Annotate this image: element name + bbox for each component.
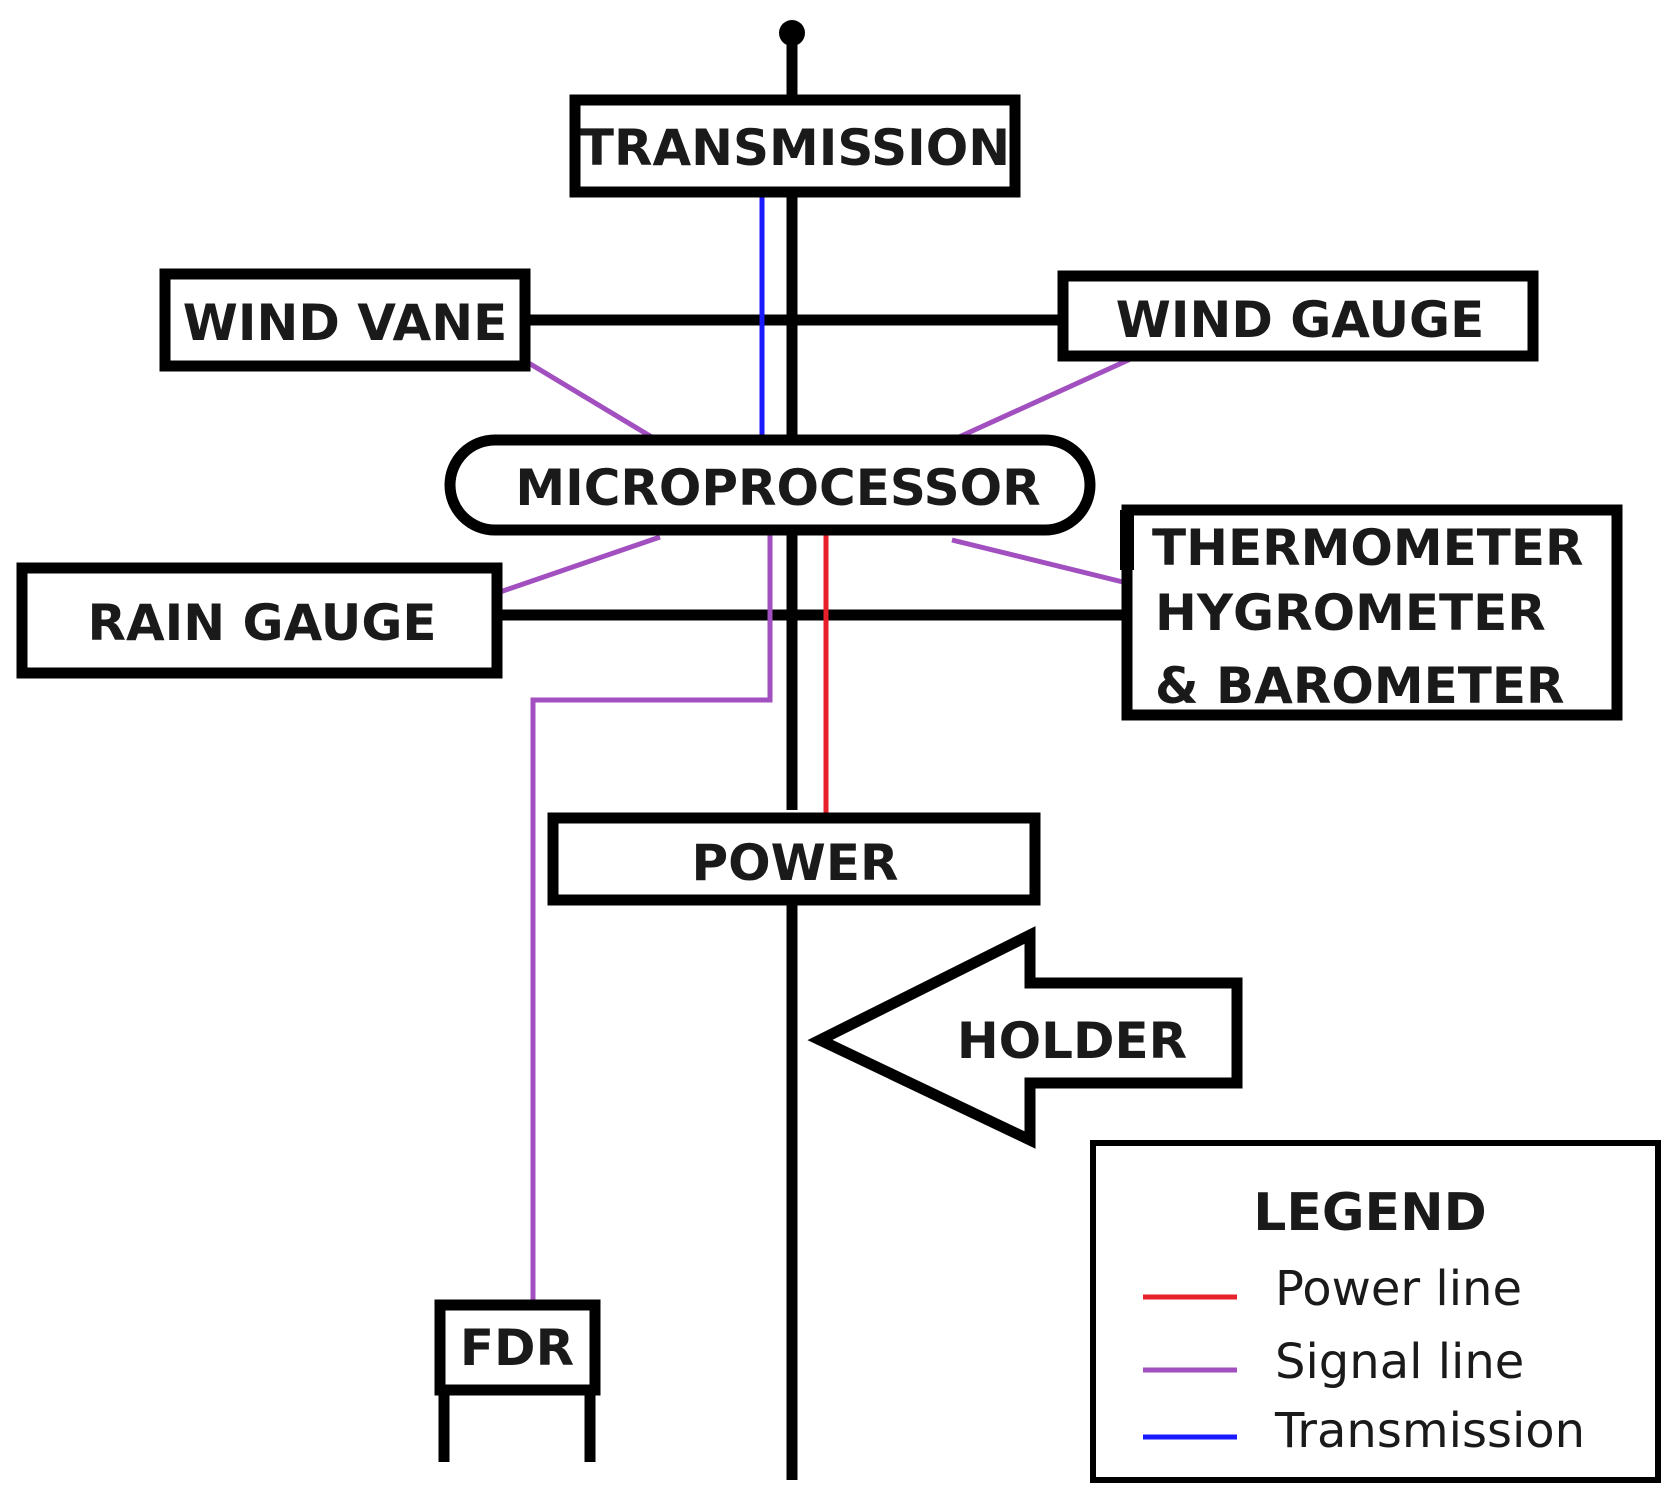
- signal-line-fdr: [530, 523, 773, 1300]
- thermometer-label: THERMOMETER: [1152, 519, 1584, 577]
- fdr-label: FDR: [460, 1319, 574, 1377]
- wind-gauge-box: [1057, 270, 1539, 362]
- signal-line-wind-vane: [525, 359, 662, 445]
- power-box: [547, 812, 1041, 906]
- legend-signal-label: Signal line: [1275, 1334, 1524, 1390]
- signal-line-thermometer: [951, 537, 1128, 586]
- fdr-box: [434, 1299, 601, 1396]
- signal-line-wind-gauge: [946, 354, 1137, 445]
- thermometer-box: [1121, 504, 1623, 721]
- microprocessor-label: MICROPROCESSOR: [515, 459, 1040, 517]
- rain-gauge-box: [16, 562, 503, 679]
- holder-label: HOLDER: [957, 1012, 1187, 1070]
- microprocessor-box: [444, 434, 1096, 536]
- rain-gauge-label: RAIN GAUGE: [87, 594, 436, 652]
- legend-transmission-label: Transmission: [1274, 1403, 1585, 1459]
- wind-vane-box: [159, 268, 531, 372]
- legend-power-label: Power line: [1275, 1261, 1522, 1317]
- power-label: POWER: [692, 834, 899, 892]
- legend-title: LEGEND: [1253, 1183, 1487, 1243]
- barometer-label: & BAROMETER: [1155, 657, 1565, 715]
- legend-box: [1090, 1140, 1661, 1483]
- wind-gauge-label: WIND GAUGE: [1116, 291, 1485, 349]
- signal-line-rain-gauge: [499, 534, 661, 595]
- transmission-label: TRANSMISSION: [580, 119, 1010, 177]
- holder-arrow: [807, 926, 1243, 1149]
- wind-vane-label: WIND VANE: [183, 294, 508, 352]
- transmission-box: [569, 94, 1021, 198]
- hygrometer-label: HYGROMETER: [1155, 584, 1546, 642]
